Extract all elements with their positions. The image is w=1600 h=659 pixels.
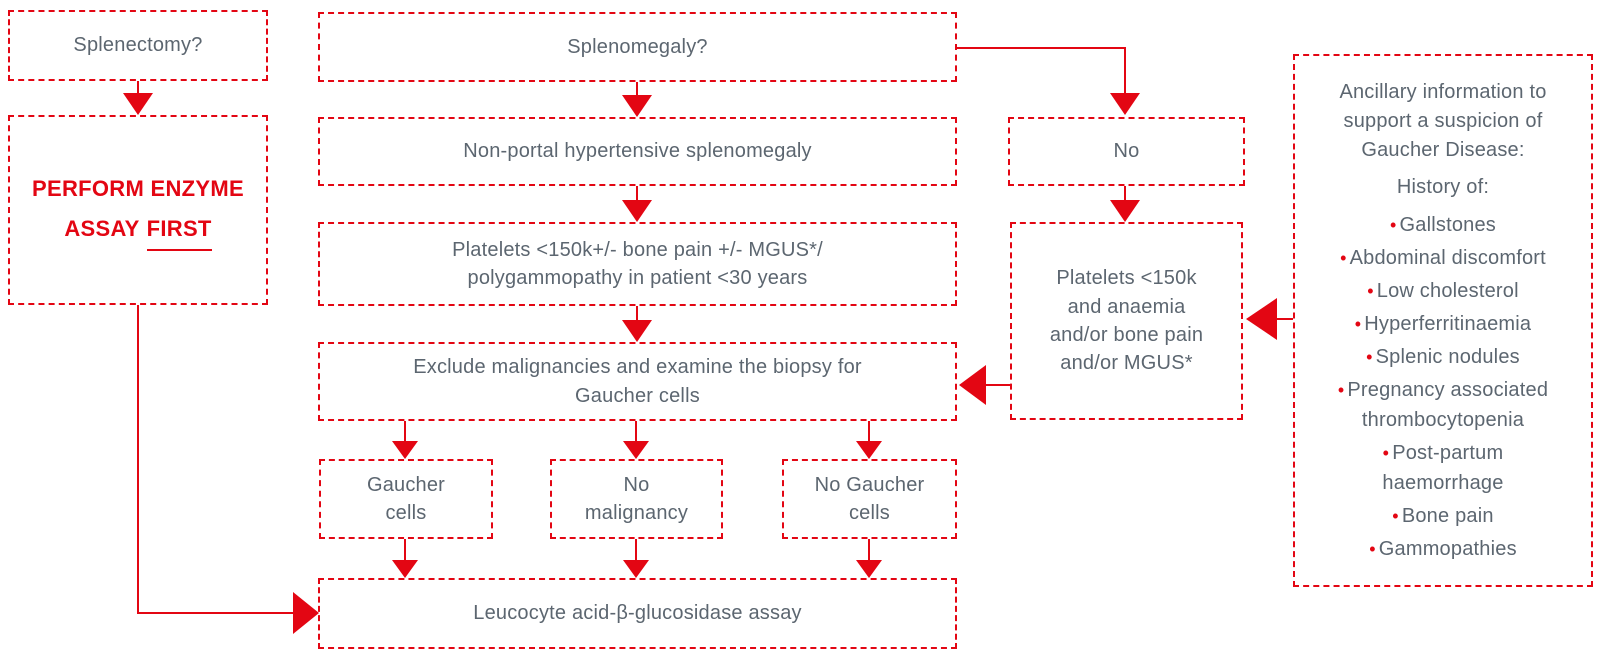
arrow-down-icon (622, 320, 652, 342)
bullet-icon: • (1389, 215, 1397, 235)
arrow-no-to-platelets-stem (1124, 186, 1126, 201)
list-item: •Bone pain (1392, 505, 1494, 527)
no-box: No (1008, 117, 1245, 186)
arrow-perform-to-assay-hline (137, 612, 293, 614)
list-item: •Abdominal discomfort (1340, 247, 1546, 269)
arrow-gaucher-to-assay-stem (404, 539, 406, 561)
non-portal-splenomegaly-box: Non-portal hypertensive splenomegaly (318, 117, 957, 186)
bullet-icon: • (1337, 380, 1345, 400)
arrow-down-icon (622, 95, 652, 117)
perform-enzyme-line1: PERFORM ENZYME (32, 176, 244, 202)
arrow-splenomegaly-to-nonportal-stem (636, 82, 638, 96)
no-malignancy-box: No malignancy (550, 459, 723, 539)
arrow-down-icon (392, 441, 418, 459)
arrow-exclude-to-nogaucher-stem (868, 421, 870, 442)
arrow-splenectomy-to-perform-stem (137, 81, 139, 94)
arrow-down-icon (856, 560, 882, 578)
bullet-icon: • (1354, 314, 1362, 334)
perform-enzyme-line2: ASSAY FIRST (64, 209, 212, 251)
arrow-down-icon (622, 200, 652, 222)
arrow-down-icon (623, 560, 649, 578)
arrow-platelets-to-exclude-hline (986, 384, 1010, 386)
ancillary-subheader: History of: (1396, 176, 1490, 198)
arrow-left-icon (1246, 298, 1277, 340)
arrow-down-icon (623, 441, 649, 459)
arrow-right-icon (293, 592, 319, 634)
ancillary-info-box: Ancillary information to support a suspi… (1293, 54, 1593, 587)
ancillary-item-list: •Gallstones •Abdominal discomfort •Low c… (1307, 210, 1579, 564)
arrow-exclude-to-nomalignancy-stem (635, 421, 637, 442)
list-item: •Post-partum haemorrhage (1382, 442, 1504, 494)
arrow-splenomegaly-to-no-hline (957, 47, 1126, 49)
arrow-down-icon (392, 560, 418, 578)
bullet-icon: • (1366, 347, 1373, 367)
bullet-icon: • (1340, 248, 1347, 268)
perform-enzyme-first-underlined: FIRST (146, 209, 212, 251)
arrow-down-icon (856, 441, 882, 459)
list-item: •Pregnancy associated thrombocytopenia (1337, 379, 1549, 431)
splenectomy-box: Splenectomy? (8, 10, 268, 81)
platelets-criteria-box: Platelets <150k+/- bone pain +/- MGUS*/ … (318, 222, 957, 306)
gaucher-cells-box: Gaucher cells (319, 459, 493, 539)
arrow-down-icon (123, 93, 153, 115)
splenomegaly-box: Splenomegaly? (318, 12, 957, 82)
platelets-anaemia-box: Platelets <150k and anaemia and/or bone … (1010, 222, 1243, 420)
perform-enzyme-assay-box: PERFORM ENZYME ASSAY FIRST (8, 115, 268, 305)
arrow-nomalignancy-to-assay-stem (635, 539, 637, 561)
no-gaucher-cells-box: No Gaucher cells (782, 459, 957, 539)
perform-enzyme-assay-text: ASSAY (64, 216, 140, 241)
list-item: •Splenic nodules (1366, 346, 1520, 368)
arrow-down-icon (1110, 93, 1140, 115)
bullet-icon: • (1369, 539, 1376, 559)
arrow-exclude-to-gaucher-stem (404, 421, 406, 442)
bullet-icon: • (1382, 443, 1390, 463)
arrow-nonportal-to-platelets-stem (636, 186, 638, 201)
arrow-down-icon (1110, 200, 1140, 222)
ancillary-header: Ancillary information to support a suspi… (1339, 81, 1547, 161)
list-item: •Hyperferritinaemia (1354, 313, 1532, 335)
bullet-icon: • (1392, 506, 1399, 526)
exclude-malignancies-box: Exclude malignancies and examine the bio… (318, 342, 957, 421)
bullet-icon: • (1367, 281, 1374, 301)
leucocyte-assay-box: Leucocyte acid-β-glucosidase assay (318, 578, 957, 649)
arrow-nogaucher-to-assay-stem (868, 539, 870, 561)
arrow-ancillary-to-platelets-hline (1277, 318, 1293, 320)
arrow-platelets-to-exclude-stem (636, 306, 638, 321)
arrow-left-icon (959, 365, 986, 405)
list-item: •Gallstones (1389, 214, 1496, 236)
list-item: •Gammopathies (1369, 538, 1517, 560)
list-item: •Low cholesterol (1367, 280, 1519, 302)
arrow-splenomegaly-to-no-vline (1124, 47, 1126, 93)
arrow-perform-to-assay-vline (137, 305, 139, 614)
